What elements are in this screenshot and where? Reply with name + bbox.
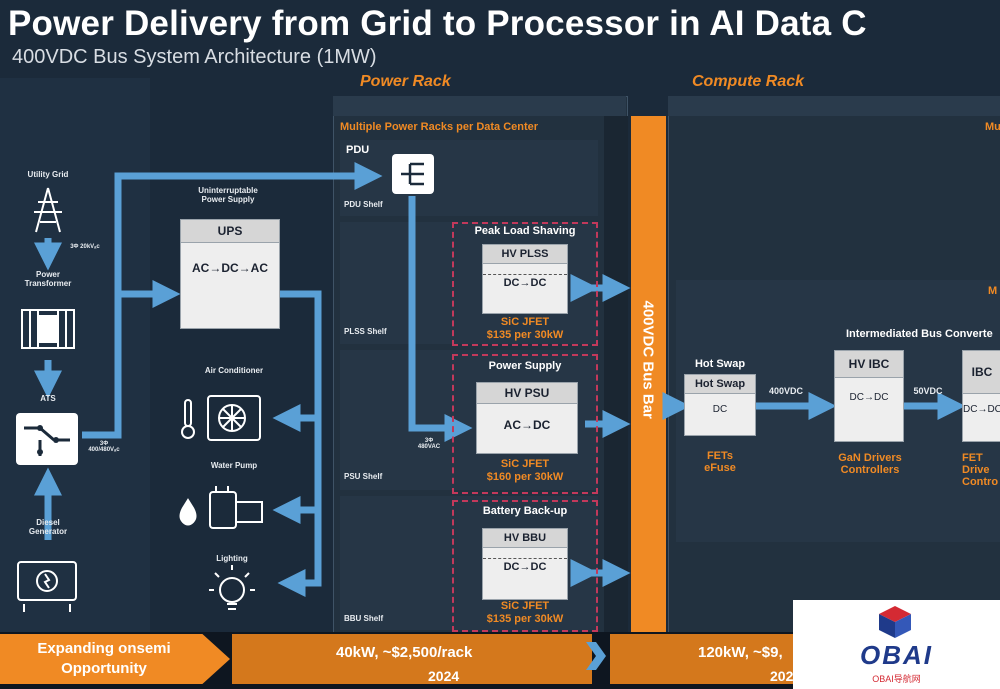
ibc-parts: FET Drive Contro: [962, 452, 999, 488]
ups-caption: Uninterruptable Power Supply: [198, 186, 258, 204]
plss-tech: SiC JFET: [500, 316, 550, 328]
footer-opportunity-label: Expanding onsemi Opportunity: [37, 640, 171, 677]
bbu-box-title: HV BBU: [483, 529, 567, 548]
ups-title: UPS: [181, 220, 279, 243]
pdu-shelf-label: PDU Shelf: [344, 200, 383, 209]
footer-chevron-icon: [586, 642, 606, 670]
compute-rack-label: Compute Rack: [692, 73, 805, 90]
bbu-header: Battery Back-up: [482, 505, 568, 517]
psu-input-label: 3Φ 480VAC: [417, 438, 441, 450]
psu-price: $160 per 30kW: [486, 471, 564, 483]
psu-conversion: AC→DC: [503, 418, 551, 432]
psu-box: HV PSU AC→DC: [476, 382, 578, 454]
footer-2024-band: [232, 634, 592, 684]
compute-m-fragment: M: [988, 285, 998, 297]
ibc-conversion: DC→DC: [963, 404, 1000, 415]
ups-box: UPS AC→DC→AC: [180, 219, 280, 329]
arrow-pdu-to-psu: [408, 196, 473, 442]
arrow-ats-to-pdu: [82, 162, 383, 439]
logo-name: OBAI: [860, 640, 933, 670]
footer-rack-2024: 40kW, ~$2,500/rack: [336, 644, 473, 661]
hv-ibc-conversion: DC→DC: [849, 392, 889, 403]
plss-box: HV PLSS DC→DC: [482, 244, 568, 314]
voltage-20kv-label: 3Φ 20kVₐc: [70, 244, 100, 250]
bbu-tech: SiC JFET: [500, 600, 550, 612]
pdu-shelf: [340, 140, 598, 216]
ibc-box: IBC DC→DC: [962, 350, 1000, 442]
voltage-400vdc-label: 400VDC: [768, 386, 804, 396]
page-title: Power Delivery from Grid to Processor in…: [8, 4, 867, 43]
pdu-distribution-icon: [392, 154, 434, 194]
ibc-title: IBC: [963, 351, 1000, 394]
bus-bar: [631, 116, 666, 632]
plss-box-title: HV PLSS: [483, 245, 567, 264]
compute-rack-top-bevel: [668, 96, 1000, 116]
air-conditioner-label: Air Conditioner: [204, 366, 264, 375]
lighting-label: Lighting: [216, 554, 248, 563]
psu-header: Power Supply: [488, 360, 562, 372]
footer-opportunity-banner: [0, 634, 230, 684]
arrow-ups-to-lighting: [277, 290, 322, 597]
watermark-logo: OBAI OBAI导航网: [793, 600, 1000, 689]
diesel-generator-label: Diesel Generator: [28, 518, 68, 536]
power-transformer-label: Power Transformer: [24, 270, 72, 288]
bbu-shelf-label: BBU Shelf: [344, 614, 384, 623]
ats-switch-icon: [16, 413, 78, 465]
logo-cube-icon: [879, 606, 911, 638]
hv-ibc-parts: GaN Drivers Controllers: [838, 452, 902, 476]
transformer-icon: [21, 309, 75, 349]
power-rack-side: [604, 116, 628, 632]
generator-icon: [17, 561, 77, 612]
psu-tech: SiC JFET: [500, 458, 550, 470]
plss-shelf-label: PLSS Shelf: [344, 327, 387, 336]
hv-ibc-box: HV IBC DC→DC: [834, 350, 904, 442]
water-pump-icon: [179, 486, 263, 529]
hot-swap-parts: FETs eFuse: [704, 450, 736, 474]
plss-header: Peak Load Shaving: [474, 225, 576, 237]
light-bulb-icon: [209, 565, 255, 610]
voltage-400-480-label: 3Φ 400/480Vₐc: [88, 441, 120, 453]
psu-shelf-label: PSU Shelf: [344, 472, 383, 481]
pdu-label: PDU: [346, 144, 370, 156]
ats-label: ATS: [40, 394, 56, 403]
utility-grid-label: Utility Grid: [27, 170, 69, 179]
hot-swap-type: DC: [712, 404, 728, 415]
bbu-group: [452, 500, 598, 632]
bbu-conversion: DC→DC: [483, 558, 567, 573]
plss-price: $135 per 30kW: [486, 329, 564, 341]
hot-swap-title: Hot Swap: [685, 375, 755, 394]
footer-rack-next: 120kW, ~$9,: [698, 644, 783, 661]
page-subtitle: 400VDC Bus System Architecture (1MW): [12, 46, 377, 68]
power-rack-label: Power Rack: [360, 73, 451, 90]
hv-ibc-title: HV IBC: [835, 351, 903, 378]
hot-swap-caption: Hot Swap: [694, 358, 746, 370]
plss-conversion: DC→DC: [483, 274, 567, 289]
compute-header-fragment: Mu: [985, 121, 1000, 133]
power-rack-top-bevel: [333, 96, 626, 116]
multi-power-racks-label: Multiple Power Racks per Data Center: [340, 121, 539, 133]
hot-swap-box: Hot Swap DC: [684, 374, 756, 436]
air-conditioner-icon: [181, 395, 261, 441]
bbu-price: $135 per 30kW: [486, 613, 564, 625]
ups-conversion: AC→DC→AC: [192, 261, 268, 275]
plss-group: [452, 222, 598, 346]
footer-year-2024: 2024: [428, 668, 460, 684]
psu-group: [452, 354, 598, 494]
ibc-section-label: Intermediated Bus Converte: [846, 328, 993, 340]
grid-column-bg: [0, 78, 150, 632]
bbu-box: HV BBU DC→DC: [482, 528, 568, 600]
psu-box-title: HV PSU: [477, 383, 577, 404]
footer-year-next: 202: [770, 668, 794, 684]
water-pump-label: Water Pump: [210, 461, 258, 470]
voltage-50vdc-label: 50VDC: [913, 386, 943, 396]
tower-icon: [34, 187, 62, 233]
logo-subtext: OBAI导航网: [872, 674, 921, 684]
